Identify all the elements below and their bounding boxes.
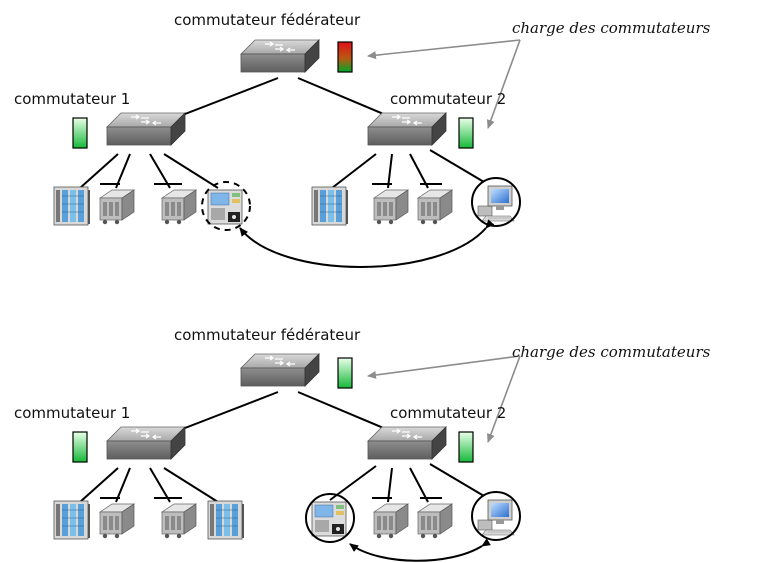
io-module-icon [99, 189, 135, 225]
switch2-icon [367, 112, 447, 146]
link-switch1-dev2 [115, 467, 131, 503]
migration-source-ring [201, 181, 251, 231]
load-annotation-arrow [486, 39, 521, 129]
link-switch2-dev2 [387, 467, 393, 503]
link-switch2-dev4 [429, 463, 485, 497]
io-module-icon [99, 503, 135, 539]
io-module-icon [161, 189, 197, 225]
federator-load-gauge-high [337, 41, 353, 73]
io-module-icon [417, 189, 453, 225]
migration-arrow [239, 219, 495, 268]
switch1-label: commutateur 1 [14, 404, 130, 422]
link-switch1-dev2 [115, 153, 131, 189]
migration-source-ring [305, 493, 355, 543]
link-switch2-dev4 [429, 149, 485, 183]
workstation-icon [477, 499, 515, 536]
link-switch1-dev1 [79, 467, 119, 503]
migration-target-ring [471, 491, 521, 541]
link-switch1-dev3 [149, 467, 171, 503]
federator-load-gauge-low [337, 357, 353, 389]
io-module-icon [161, 503, 197, 539]
switch1-label: commutateur 1 [14, 90, 130, 108]
switch2-label: commutateur 2 [390, 90, 506, 108]
link-switch2-dev3 [409, 153, 429, 189]
rack-server-icon [53, 500, 91, 540]
load-annotation: charge des commutateurs [512, 19, 711, 37]
switch1-icon [106, 112, 186, 146]
federator-switch-icon [240, 39, 320, 73]
link-switch1-dev4 [163, 467, 219, 503]
link-switch1-dev3 [149, 153, 171, 189]
panel-before: commutateur fédérateur commutateur 1 com… [14, 11, 711, 268]
federator-switch-icon [240, 353, 320, 387]
load-annotation-arrow [367, 39, 521, 60]
workstation-icon [477, 185, 515, 222]
federator-label: commutateur fédérateur [174, 11, 361, 29]
switch2-load-gauge [458, 431, 474, 463]
migration-target-ring [471, 177, 521, 227]
load-annotation-arrow [487, 355, 521, 443]
switch2-icon [367, 426, 447, 460]
control-panel-icon [311, 501, 347, 537]
rack-server-icon [207, 500, 245, 540]
link-switch2-dev2 [387, 153, 393, 189]
link-switch1-dev4 [163, 153, 219, 189]
rack-server-icon [311, 186, 349, 226]
load-annotation: charge des commutateurs [512, 343, 711, 361]
switch1-load-gauge [72, 431, 88, 463]
link-switch2-dev1 [331, 153, 377, 189]
io-module-icon [373, 503, 409, 539]
panel-after: commutateur fédérateur commutateur 1 com… [14, 326, 711, 562]
switch1-load-gauge [72, 117, 88, 149]
switch2-label: commutateur 2 [390, 404, 506, 422]
migration-arrow [349, 538, 491, 562]
link-switch1-dev1 [79, 153, 119, 189]
control-panel-icon [207, 189, 243, 225]
io-module-icon [417, 503, 453, 539]
switch2-load-gauge [458, 117, 474, 149]
federator-label: commutateur fédérateur [174, 326, 361, 344]
rack-server-icon [53, 186, 91, 226]
io-module-icon [373, 189, 409, 225]
link-switch2-dev3 [409, 467, 429, 503]
load-annotation-arrow [367, 355, 521, 379]
switch1-icon [106, 426, 186, 460]
